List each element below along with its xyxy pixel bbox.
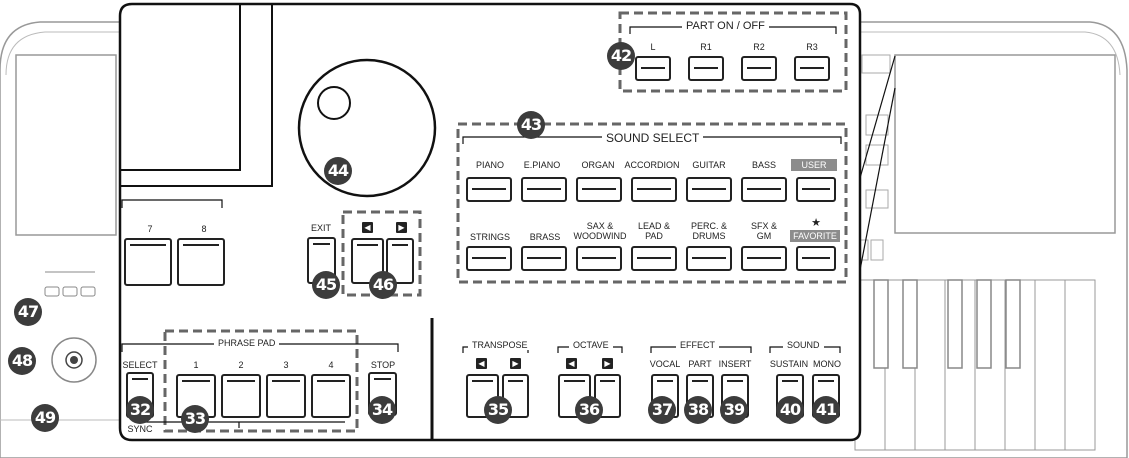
sound-button-piano[interactable] (466, 177, 512, 202)
sync-label: SYNC (127, 424, 153, 434)
part-label-l: L (650, 42, 656, 52)
phrase-pad-label-3: 3 (283, 360, 289, 370)
left-arrow-icon: ◀ (362, 222, 373, 233)
callout-48: 48 (8, 347, 36, 375)
part-label-r2: R2 (753, 42, 765, 52)
right-arrow-icon: ▶ (396, 222, 407, 233)
sound-button-epiano[interactable] (521, 177, 567, 202)
sound-button-bass[interactable] (741, 177, 787, 202)
pad-label-7: 7 (147, 224, 153, 234)
pad-button-8[interactable] (177, 238, 225, 286)
callout-38: 38 (684, 396, 712, 424)
octave-title: OCTAVE (569, 340, 613, 350)
part-button-r3[interactable] (794, 56, 830, 81)
part-button-l[interactable] (635, 56, 671, 81)
effect-label-insert: INSERT (718, 359, 752, 369)
transpose-up-icon: ▶ (510, 358, 521, 369)
sound-button-perc-drums[interactable] (686, 246, 732, 271)
effect-label-vocal: VOCAL (649, 359, 681, 369)
callout-33: 33 (181, 405, 209, 433)
callout-40: 40 (776, 396, 804, 424)
callout-49: 49 (31, 404, 59, 432)
exit-label: EXIT (310, 223, 331, 233)
sound-label-sfx-gm: SFX & GM (750, 221, 777, 241)
stop-label: STOP (370, 360, 396, 370)
sound-label-lead-pad: LEAD & PAD (637, 221, 670, 241)
sound-label-piano: PIANO (475, 160, 504, 170)
sound-label-accordion: ACCORDION (624, 160, 680, 170)
callout-37: 37 (648, 396, 676, 424)
callout-41: 41 (812, 396, 840, 424)
sound-label-guitar: GUITAR (692, 160, 726, 170)
phrase-pad-3[interactable] (266, 374, 306, 418)
callout-39: 39 (720, 396, 748, 424)
sound-label-perc-drums: PERC. & DRUMS (690, 221, 727, 241)
sound-label-organ: ORGAN (581, 160, 615, 170)
octave-down-icon: ◀ (566, 358, 577, 369)
callout-47: 47 (14, 298, 42, 326)
callout-46: 46 (369, 271, 397, 299)
sound-button-favorite[interactable] (796, 246, 836, 271)
sound-label-favorite: FAVORITE (790, 230, 840, 242)
pad-button-7[interactable] (124, 238, 172, 286)
callout-34: 34 (368, 396, 396, 424)
sound-button-brass[interactable] (521, 246, 567, 271)
callout-36: 36 (575, 396, 603, 424)
sound-button-sax-woodwind[interactable] (576, 246, 622, 271)
sound-label-epiano: E.PIANO (523, 160, 561, 170)
phrase-pad-label-2: 2 (238, 360, 244, 370)
sound-button-strings[interactable] (466, 246, 512, 271)
phrase-pad-label-4: 4 (328, 360, 334, 370)
sound-button-accordion[interactable] (631, 177, 677, 202)
favorite-star-icon: ★ (811, 217, 821, 229)
transpose-down-icon: ◀ (476, 358, 487, 369)
sound-title: SOUND (783, 340, 824, 350)
sound-label-user: USER (791, 159, 837, 171)
phrase-pad-label-1: 1 (193, 360, 199, 370)
sound-label-sustain: SUSTAIN (769, 359, 809, 369)
phrase-pad-title: PHRASE PAD (214, 338, 280, 348)
part-label-r1: R1 (700, 42, 712, 52)
sound-button-guitar[interactable] (686, 177, 732, 202)
transpose-title: TRANSPOSE (468, 340, 532, 350)
part-button-r1[interactable] (688, 56, 724, 81)
callout-35: 35 (484, 396, 512, 424)
part-label-r3: R3 (806, 42, 818, 52)
phrase-pad-4[interactable] (311, 374, 351, 418)
sound-label-strings: STRINGS (469, 232, 510, 242)
scroll-right-button[interactable] (386, 238, 414, 284)
effect-label-part: PART (688, 359, 712, 369)
callout-43: 43 (517, 111, 545, 139)
phrase-pad-2[interactable] (221, 374, 261, 418)
sound-button-user[interactable] (796, 177, 836, 202)
octave-up-icon: ▶ (602, 358, 613, 369)
part-button-r2[interactable] (741, 56, 777, 81)
part-on-off-title: PART ON / OFF (682, 20, 769, 32)
sound-label-sax-woodwind: SAX & WOODWIND (573, 221, 627, 241)
sound-button-organ[interactable] (576, 177, 622, 202)
select-label: SELECT (122, 360, 158, 370)
effect-title: EFFECT (676, 340, 719, 350)
sound-button-sfx-gm[interactable] (741, 246, 787, 271)
callout-45: 45 (312, 271, 340, 299)
sound-label-brass: BRASS (529, 232, 561, 242)
pad-label-8: 8 (201, 224, 207, 234)
sound-label-mono: MONO (813, 359, 841, 369)
callout-42: 42 (607, 42, 635, 70)
sound-label-bass: BASS (751, 160, 776, 170)
sound-button-lead-pad[interactable] (631, 246, 677, 271)
sound-select-title: SOUND SELECT (602, 131, 704, 145)
callout-32: 32 (126, 396, 154, 424)
callout-44: 44 (324, 157, 352, 185)
